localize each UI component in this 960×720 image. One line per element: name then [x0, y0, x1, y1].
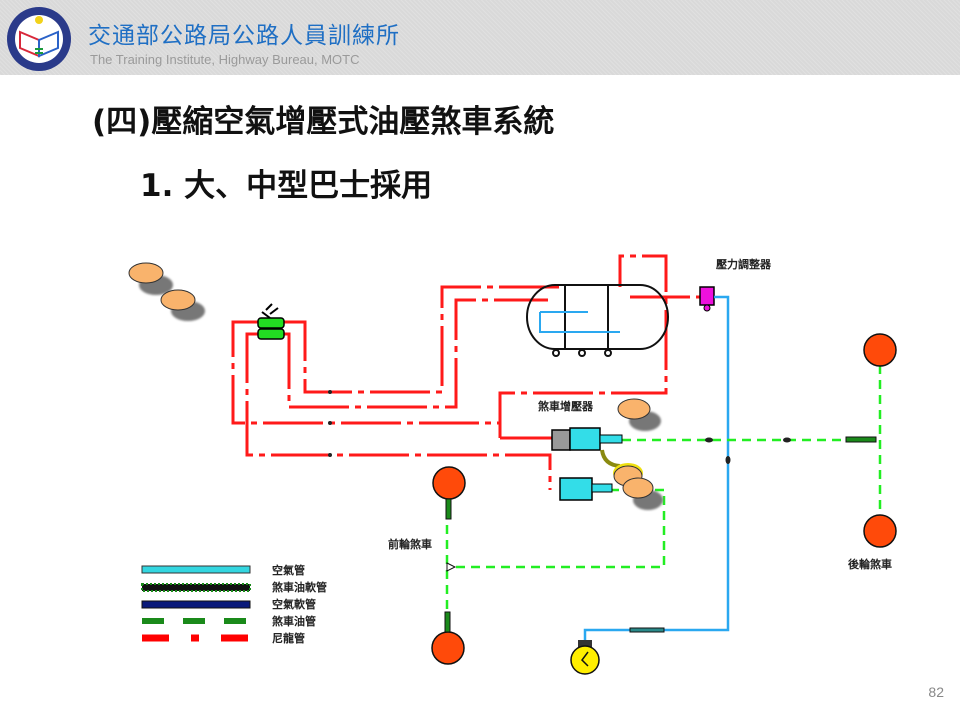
exhaust-clouds	[128, 262, 658, 504]
warning-lamp-icon	[570, 640, 600, 675]
slide-title: (四)壓縮空氣增壓式油壓煞車系統	[92, 104, 555, 140]
label-front-brake: 前輪煞車	[388, 537, 432, 551]
nylon-pipes	[231, 254, 700, 490]
brake-fluid-lines	[445, 365, 882, 620]
slide-subtitle: 1. 大、中型巴士採用	[140, 168, 433, 204]
organization-name-cn: 交通部公路局公路人員訓練所	[88, 23, 400, 49]
legend: 空氣管 煞車油軟管 空氣軟管 煞車油管 尼龍管	[141, 563, 327, 645]
label-brake-booster: 煞車增壓器	[538, 399, 594, 413]
rear-brake-top	[863, 333, 897, 367]
legend-swatch-brake-fluid-hose	[141, 583, 251, 592]
nylon-pipe	[245, 332, 552, 490]
organization-name-en: The Training Institute, Highway Bureau, …	[90, 52, 360, 67]
cloud-icon	[128, 262, 168, 289]
brake-valve	[257, 303, 285, 340]
legend-label: 煞車油軟管	[272, 580, 327, 594]
fluid-joints	[705, 437, 791, 464]
rear-hose	[845, 436, 877, 443]
legend-label: 空氣管	[272, 563, 305, 577]
label-rear-brake: 後輪煞車	[848, 557, 892, 571]
rear-brake-bottom	[863, 514, 897, 548]
front-brake-top	[432, 466, 466, 520]
cloud-icon	[617, 398, 656, 425]
nylon-pipe	[231, 320, 500, 425]
label-pressure-regulator: 壓力調整器	[716, 257, 772, 271]
legend-label: 空氣軟管	[272, 597, 316, 611]
legend-swatch-air-hose	[141, 600, 251, 609]
institute-logo	[7, 7, 71, 71]
nylon-pipe	[284, 298, 548, 409]
brake-booster	[551, 427, 623, 501]
nylon-pipe	[284, 285, 560, 394]
air-hose-segment	[629, 627, 665, 633]
legend-label: 煞車油管	[272, 614, 316, 628]
header-banner: 交通部公路局公路人員訓練所 The Training Institute, Hi…	[0, 0, 960, 75]
tee-fitting	[446, 562, 457, 572]
legend-label: 尼龍管	[272, 631, 305, 645]
cloud-icon	[622, 477, 658, 504]
front-brake-bottom	[431, 611, 465, 665]
pipe-joints	[328, 390, 332, 457]
air-line	[583, 295, 730, 645]
nylon-pipe	[498, 254, 668, 438]
legend-swatch-air-pipe	[141, 565, 251, 574]
cloud-icon	[160, 289, 200, 315]
air-tank	[526, 284, 669, 357]
page-number: 82	[928, 684, 944, 700]
pressure-regulator	[699, 286, 715, 312]
